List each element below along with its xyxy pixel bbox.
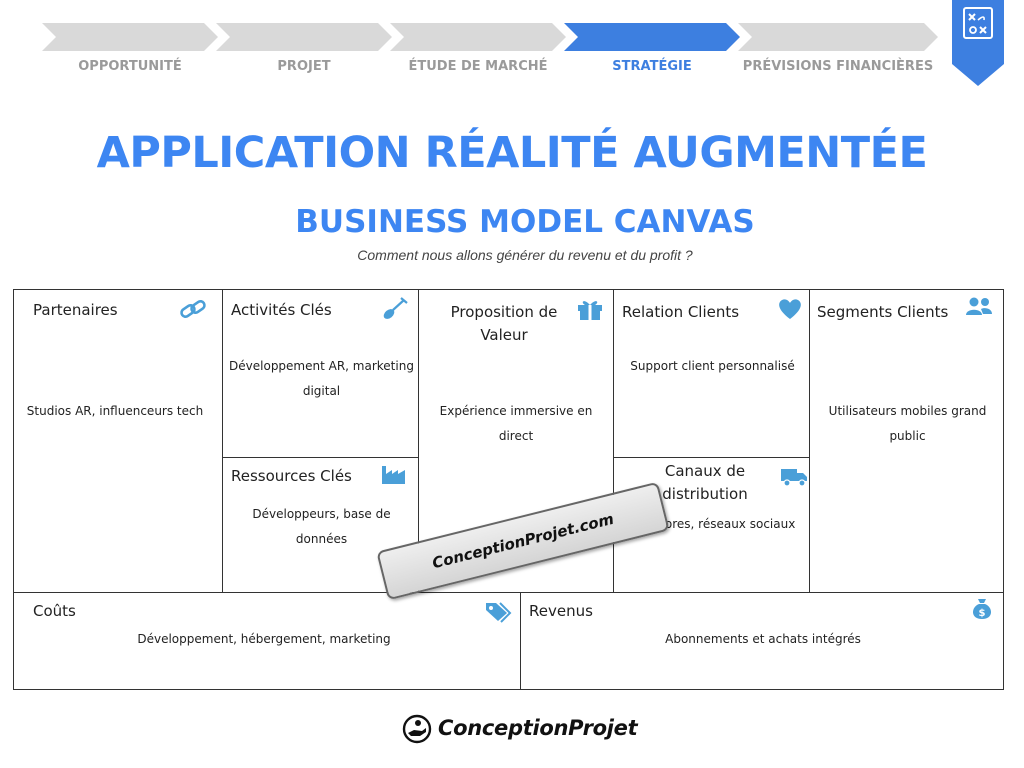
- footer-logo-text: ConceptionProjet: [438, 716, 638, 740]
- step-strategie[interactable]: STRATÉGIE: [564, 23, 740, 74]
- link-icon: [180, 299, 206, 319]
- step-arrow-shape: [216, 23, 392, 51]
- cell-text: Développement, hébergement, marketing: [137, 632, 391, 646]
- page-title: APPLICATION RÉALITÉ AUGMENTÉE: [96, 128, 928, 178]
- cell-text: Abonnements et achats intégrés: [665, 632, 861, 646]
- cell-title: Canaux de distribution: [662, 462, 748, 503]
- cell-relation-clients: Relation Clients Support client personna…: [613, 289, 810, 458]
- cell-title: Ressources Clés: [231, 467, 352, 485]
- page-tagline: Comment nous allons générer du revenu et…: [357, 247, 693, 263]
- step-arrow-shape: [42, 23, 218, 51]
- cell-text: Développeurs, base de données: [252, 507, 391, 546]
- cell-text: Utilisateurs mobiles grand public: [828, 404, 987, 443]
- page-subtitle: BUSINESS MODEL CANVAS: [295, 204, 755, 240]
- step-projet[interactable]: PROJET: [216, 23, 392, 74]
- cell-partenaires: Partenaires Studios AR, influenceurs tec…: [13, 289, 223, 593]
- svg-text:$: $: [979, 608, 986, 619]
- cell-title: Segments Clients: [817, 303, 949, 321]
- step-arrow-shape: [390, 23, 566, 51]
- cell-couts: Coûts Développement, hébergement, market…: [13, 592, 521, 690]
- cell-title: Activités Clés: [231, 301, 332, 319]
- truck-icon: [781, 469, 807, 487]
- cell-text: Expérience immersive en direct: [439, 404, 593, 443]
- cell-text: Studios AR, influenceurs tech: [26, 404, 204, 418]
- strategy-tab[interactable]: [952, 0, 1004, 86]
- hand-coin-icon: [402, 714, 432, 744]
- cell-segments-clients: Segments Clients Utilisateurs mobiles gr…: [809, 289, 1004, 593]
- cell-title: Revenus: [529, 602, 593, 620]
- cell-title: Relation Clients: [622, 303, 740, 321]
- step-arrow-shape: [738, 23, 938, 51]
- cell-activites-cles: Activités Clés Développement AR, marketi…: [222, 289, 419, 458]
- cell-text: App stores, réseaux sociaux: [626, 517, 796, 531]
- heart-icon: [779, 299, 801, 319]
- step-opportunite[interactable]: OPPORTUNITÉ: [42, 23, 218, 74]
- cell-revenus: Revenus $ Abonnements et achats intégrés: [520, 592, 1004, 690]
- cell-title: Partenaires: [33, 301, 118, 319]
- step-label: STRATÉGIE: [612, 59, 692, 74]
- cell-text: Support client personnalisé: [630, 359, 795, 373]
- cell-title: Coûts: [33, 602, 76, 620]
- users-icon: [966, 297, 992, 315]
- step-etude-de-marche[interactable]: ÉTUDE DE MARCHÉ: [390, 23, 566, 74]
- progress-steps: OPPORTUNITÉ PROJET ÉTUDE DE MARCHÉ STRAT…: [42, 23, 942, 83]
- step-label: OPPORTUNITÉ: [78, 59, 182, 74]
- money-bag-icon: $: [972, 599, 992, 619]
- strategy-board-icon: [952, 0, 1004, 86]
- cell-title: Proposition de Valeur: [450, 303, 558, 344]
- step-label: PROJET: [277, 59, 331, 74]
- step-arrow-shape: [564, 23, 740, 51]
- business-model-canvas: Partenaires Studios AR, influenceurs tec…: [13, 289, 1004, 690]
- step-label: PRÉVISIONS FINANCIÈRES: [742, 59, 934, 74]
- cell-text: Développement AR, marketing digital: [229, 359, 414, 398]
- step-previsions-financieres[interactable]: PRÉVISIONS FINANCIÈRES: [738, 23, 938, 74]
- shovel-icon: [383, 297, 408, 319]
- gift-icon: [578, 301, 602, 320]
- factory-icon: [382, 466, 405, 484]
- step-label: ÉTUDE DE MARCHÉ: [408, 59, 548, 74]
- footer-logo[interactable]: ConceptionProjet: [402, 712, 638, 748]
- tags-icon: [486, 602, 512, 623]
